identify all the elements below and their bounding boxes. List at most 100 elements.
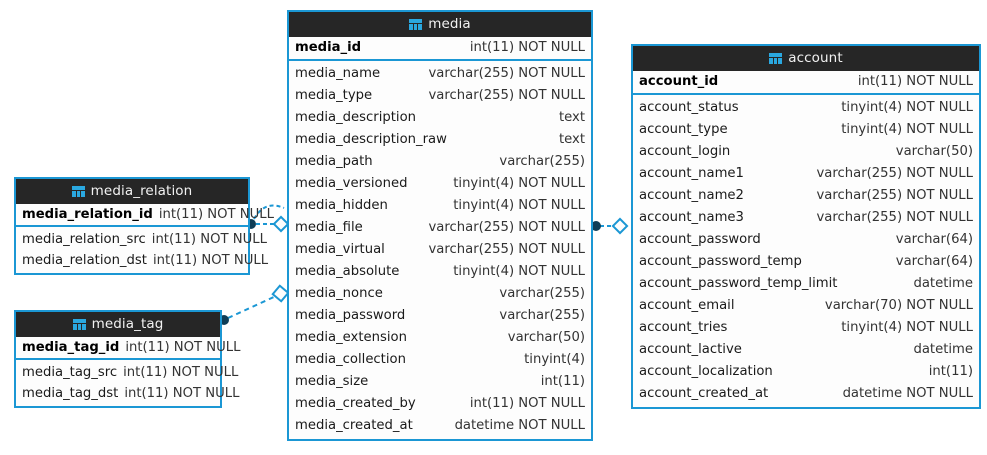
column-type: text <box>558 110 585 125</box>
column-type: varchar(255) <box>499 286 585 301</box>
column-type: text <box>558 132 585 147</box>
column-row[interactable]: media_hidden tinyint(4) NOT NULL <box>289 195 591 217</box>
entity-header-media-relation: media_relation <box>16 179 248 204</box>
entity-title: account <box>788 49 843 66</box>
primary-key-section: media_tag_id int(11) NOT NULL <box>16 337 241 360</box>
entity-table-account[interactable]: account account_id int(11) NOT NULL acco… <box>631 44 981 409</box>
column-type: int(11) NOT NULL <box>125 340 241 355</box>
column-type: int(11) NOT NULL <box>469 396 585 411</box>
entity-table-media[interactable]: media media_id int(11) NOT NULL media_na… <box>287 10 593 441</box>
column-row[interactable]: account_localization int(11) <box>633 361 979 383</box>
column-name: media_tag_id <box>22 340 120 355</box>
column-name: media_tag_src <box>22 365 118 380</box>
column-type: datetime <box>913 342 973 357</box>
column-row[interactable]: media_relation_src int(11) NOT NULL <box>16 229 267 250</box>
column-type: varchar(255) NOT NULL <box>816 188 974 203</box>
column-row[interactable]: media_absolute tinyint(4) NOT NULL <box>289 261 591 283</box>
entity-title: media <box>428 15 471 32</box>
column-name: account_password_temp <box>639 254 802 269</box>
column-row-primary-key[interactable]: account_id int(11) NOT NULL <box>633 71 979 93</box>
entity-table-media-relation[interactable]: media_relation media_relation_id int(11)… <box>14 177 274 275</box>
relationship-line <box>227 295 277 319</box>
column-type: int(11) <box>540 374 585 389</box>
column-name: media_created_at <box>295 418 413 433</box>
relationship-endpoint-diamond <box>611 217 629 235</box>
column-row-primary-key[interactable]: media_relation_id int(11) NOT NULL <box>16 204 274 225</box>
primary-key-section: media_relation_id int(11) NOT NULL <box>16 204 274 227</box>
column-name: account_name3 <box>639 210 744 225</box>
column-type: tinyint(4) NOT NULL <box>841 100 973 115</box>
column-row[interactable]: media_password varchar(255) <box>289 305 591 327</box>
column-type: varchar(64) <box>895 232 973 247</box>
entity-table-media-tag[interactable]: media_tag media_tag_id int(11) NOT NULL … <box>14 310 241 408</box>
entity-header-media: media <box>289 12 591 37</box>
column-name: media_tag_dst <box>22 386 119 401</box>
column-type: varchar(50) <box>895 144 973 159</box>
table-icon <box>409 19 423 30</box>
column-type: varchar(255) NOT NULL <box>428 66 586 81</box>
entity-title: media_relation <box>90 182 193 199</box>
column-row[interactable]: media_name varchar(255) NOT NULL <box>289 63 591 85</box>
column-name: account_lactive <box>639 342 742 357</box>
column-type: tinyint(4) NOT NULL <box>453 264 585 279</box>
table-icon <box>71 186 85 197</box>
column-type: varchar(255) <box>499 308 585 323</box>
column-name: media_absolute <box>295 264 400 279</box>
column-name: account_localization <box>639 364 773 379</box>
column-name: media_name <box>295 66 381 81</box>
column-name: media_size <box>295 374 369 389</box>
column-row[interactable]: account_lactive datetime <box>633 339 979 361</box>
column-row[interactable]: media_created_at datetime NOT NULL <box>289 415 591 437</box>
column-row-primary-key[interactable]: media_id int(11) NOT NULL <box>289 37 591 59</box>
column-row[interactable]: media_created_by int(11) NOT NULL <box>289 393 591 415</box>
column-row-primary-key[interactable]: media_tag_id int(11) NOT NULL <box>16 337 241 358</box>
column-name: media_relation_src <box>22 232 146 247</box>
entity-header-media-tag: media_tag <box>16 312 220 337</box>
column-type: int(11) NOT NULL <box>151 232 267 247</box>
column-name: account_password <box>639 232 761 247</box>
column-name: media_hidden <box>295 198 388 213</box>
column-type: datetime NOT NULL <box>454 418 585 433</box>
column-type: int(11) <box>928 364 973 379</box>
column-type: tinyint(4) NOT NULL <box>453 198 585 213</box>
column-name: account_id <box>639 74 719 89</box>
column-type: tinyint(4) <box>524 352 585 367</box>
column-row[interactable]: media_size int(11) <box>289 371 591 393</box>
column-name: media_relation_id <box>22 207 153 222</box>
column-name: media_password <box>295 308 406 323</box>
table-icon <box>769 53 783 64</box>
column-type: int(11) NOT NULL <box>152 253 269 268</box>
column-row[interactable]: account_password varchar(64) <box>633 229 979 251</box>
column-name: media_created_by <box>295 396 416 411</box>
column-name: media_virtual <box>295 242 385 257</box>
entity-header-account: account <box>633 46 979 71</box>
